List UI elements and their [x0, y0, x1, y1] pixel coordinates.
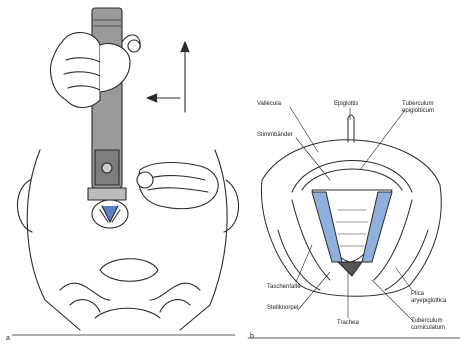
patient-nose: [100, 259, 158, 282]
label-trachea: Trachea: [337, 320, 359, 327]
label-stellknorpel: Stellknorpel: [267, 305, 298, 312]
panel-b-letter: b: [250, 333, 254, 340]
label-stimmbander: Stimmbänder: [257, 132, 293, 139]
label-taschenfalte: Taschenfalte: [267, 284, 301, 291]
leader-vallecula: [290, 107, 318, 152]
label-vallecula: Vallecula: [257, 101, 281, 108]
patient-face-contours: [60, 283, 200, 318]
hand-left: [51, 33, 100, 108]
epiglottis: [348, 118, 354, 142]
panel-a-illustration: [12, 8, 239, 335]
label-plica-aryepiglottica: Plica aryepiglottica: [411, 291, 461, 305]
patient-ear-right: [224, 180, 239, 232]
label-epiglottis: Epiglottis: [334, 101, 358, 108]
scope-knob: [102, 163, 112, 173]
label-tuberculum-epiglotticum: Tuberculum epiglotticum: [402, 101, 452, 115]
panel-a-letter: a: [6, 335, 10, 342]
label-tuberculum-corniculatum: Tuberculum corniculatum: [411, 318, 463, 332]
